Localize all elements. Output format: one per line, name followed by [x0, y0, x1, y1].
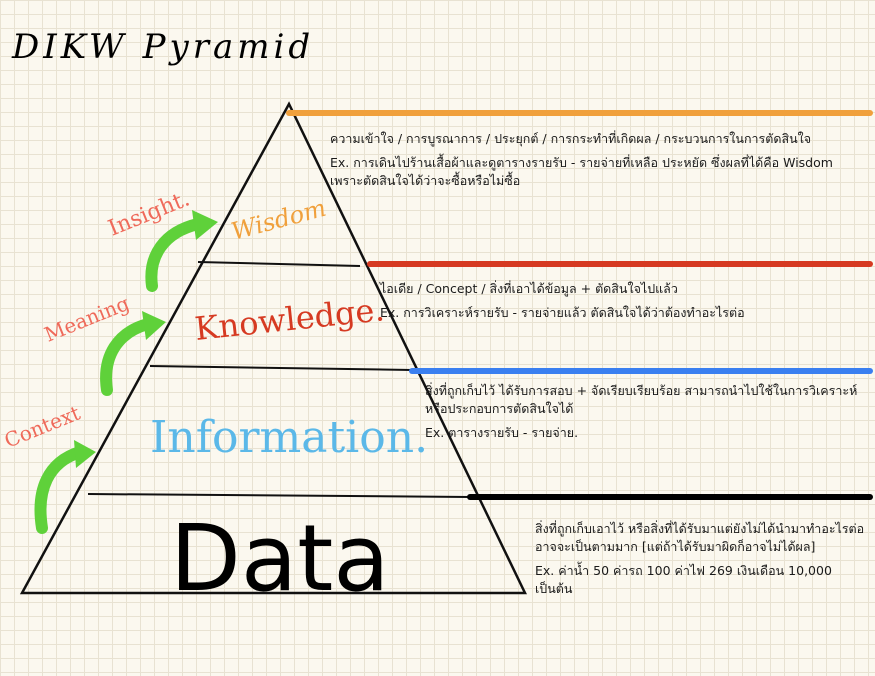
- knowledge-label: Knowledge.: [193, 290, 386, 348]
- data-description: สิ่งที่ถูกเก็บเอาไว้ หรือสิ่งที่ได้รับมา…: [535, 520, 865, 605]
- knowledge-example: Ex. การวิเคราะห์รายรับ - รายจ่ายแล้ว ตัด…: [380, 305, 745, 321]
- insight-arrowhead-icon: [192, 210, 218, 240]
- divider-information-data: [87, 493, 471, 498]
- meaning-arrowhead-icon: [142, 311, 166, 340]
- data-definition: สิ่งที่ถูกเก็บเอาไว้ หรือสิ่งที่ได้รับมา…: [535, 521, 865, 555]
- divider-wisdom-knowledge: [197, 261, 361, 267]
- data-label: Data: [170, 505, 390, 612]
- information-definition: สิ่งที่ถูกเก็บไว้ ได้รับการสอบ + จัดเรีย…: [425, 383, 858, 417]
- insight-arrow: [145, 218, 204, 292]
- context-label: Context: [1, 401, 84, 453]
- data-example: Ex. ค่าน้ำ 50 ค่ารถ 100 ค่าไฟ 269 เงินเด…: [535, 563, 832, 597]
- information-label: Information.: [150, 412, 428, 463]
- context-arrowhead-icon: [74, 440, 96, 468]
- meaning-arrow: [100, 318, 154, 396]
- knowledge-description: ไอเดีย / Concept / สิ่งที่เอาได้ข้อมูล +…: [380, 280, 860, 328]
- page-title: DIKW Pyramid: [11, 27, 314, 67]
- wisdom-description: ความเข้าใจ / การบูรณาการ / ประยุกต์ / กา…: [330, 130, 850, 196]
- context-arrow: [34, 446, 86, 534]
- wisdom-label: Wisdom: [228, 194, 329, 246]
- knowledge-definition: ไอเดีย / Concept / สิ่งที่เอาได้ข้อมูล +…: [380, 281, 678, 296]
- information-description: สิ่งที่ถูกเก็บไว้ ได้รับการสอบ + จัดเรีย…: [425, 382, 865, 448]
- pyramid-outline: [19, 101, 527, 595]
- wisdom-definition: ความเข้าใจ / การบูรณาการ / ประยุกต์ / กา…: [330, 131, 812, 146]
- information-example: Ex. ตารางรายรับ - รายจ่าย.: [425, 425, 579, 441]
- wisdom-example: Ex. การเดินไปร้านเสื้อผ้าและดูตารางรายรั…: [330, 155, 833, 189]
- divider-knowledge-information: [149, 365, 413, 371]
